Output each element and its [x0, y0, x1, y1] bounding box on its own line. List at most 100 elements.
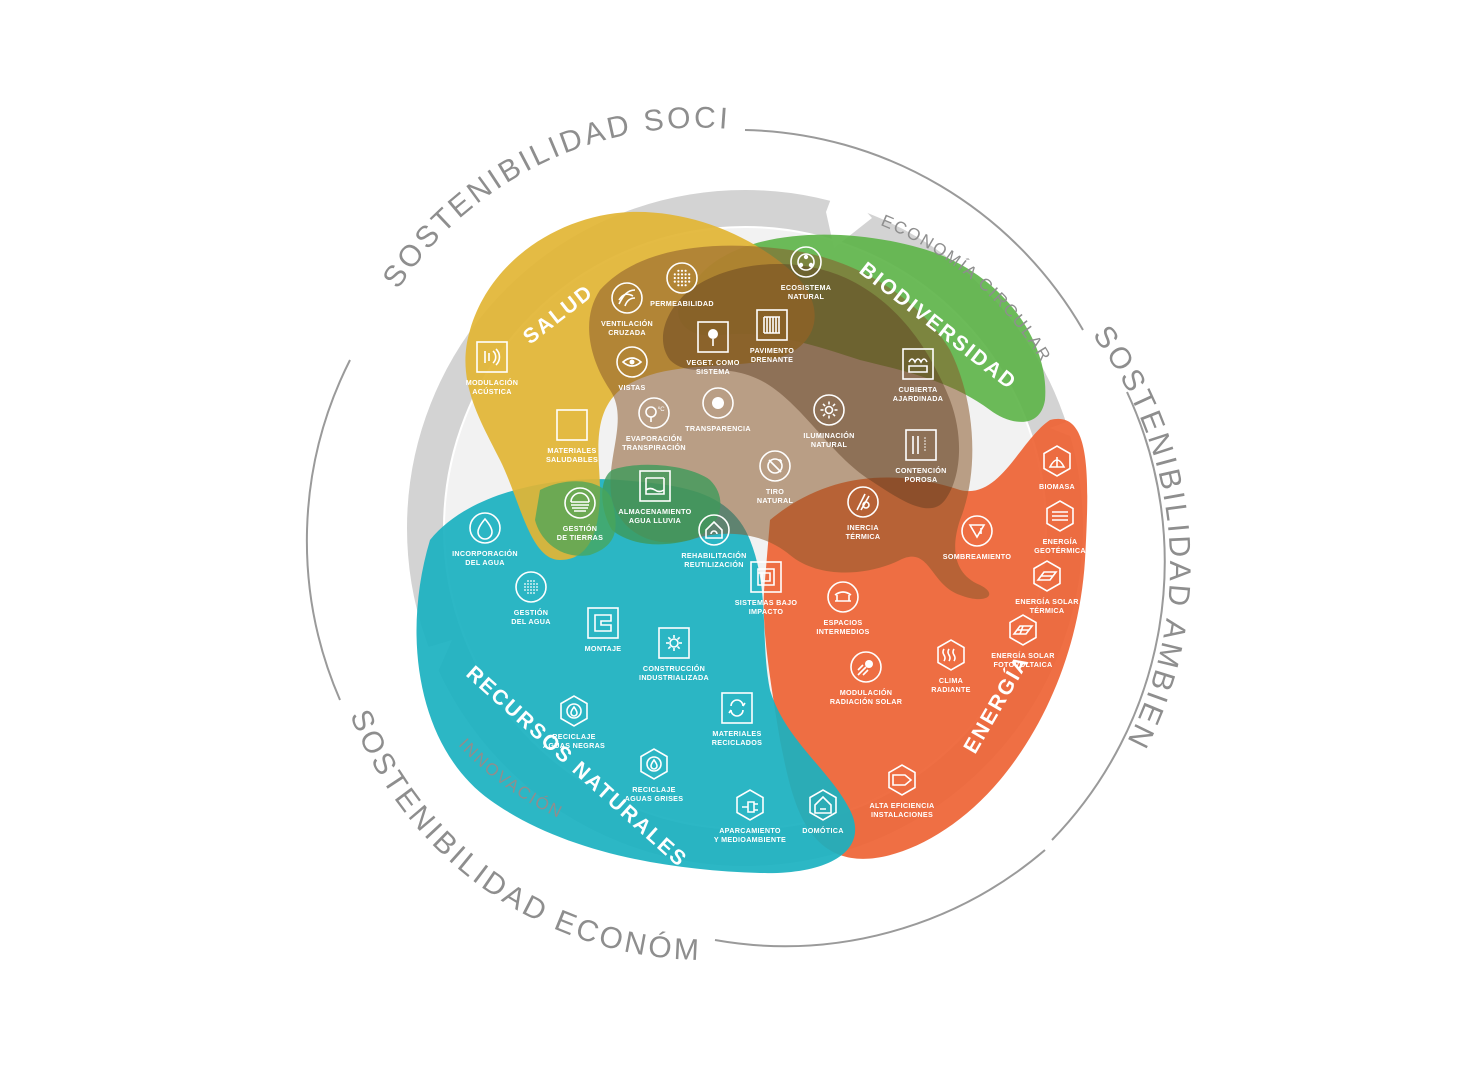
svg-text:ºC: ºC — [658, 406, 665, 413]
sun-icon — [813, 394, 845, 426]
soil-icon — [564, 487, 596, 519]
porous-wall-icon — [905, 429, 937, 461]
item-label: DEL AGUA — [511, 617, 551, 626]
item-label: ENERGÍA SOLAR — [1015, 597, 1079, 606]
item-label: AJARDINADA — [893, 394, 944, 403]
transparency-icon — [702, 387, 734, 419]
item-label: PAVIMENTO — [750, 346, 794, 355]
item-label: CRUZADA — [608, 328, 646, 337]
item-label: EVAPORACIÓN — [626, 434, 682, 443]
item-label: SISTEMA — [696, 367, 730, 376]
item-label: VENTILACIÓN — [601, 319, 653, 328]
item-label: MATERIALES — [547, 446, 596, 455]
outer-arcs — [305, 129, 1166, 948]
item-label: TÉRMICA — [846, 532, 881, 541]
item-label: GESTIÓN — [514, 608, 548, 617]
item-label: MATERIALES — [712, 729, 761, 738]
paving-icon — [756, 309, 788, 341]
item-label: DRENANTE — [751, 355, 793, 364]
item-label: REUTILIZACIÓN — [684, 560, 743, 569]
item-label: TRANSPIRACIÓN — [622, 443, 686, 452]
eye-icon — [616, 346, 648, 378]
item-label: INERCIA — [847, 523, 879, 532]
item-label: DOMÓTICA — [802, 826, 844, 835]
item-label: AGUAS NEGRAS — [543, 741, 605, 750]
item-label: SALUDABLES — [546, 455, 598, 464]
biomass-icon — [1043, 445, 1071, 477]
item-label: NATURAL — [788, 292, 825, 301]
solar-thermal-icon — [1033, 560, 1061, 592]
recycle-water-icon — [560, 695, 588, 727]
smart-home-icon — [809, 789, 837, 821]
item-label: ENERGÍA — [1043, 537, 1078, 546]
low-impact-icon — [750, 561, 782, 593]
item-label: AGUAS GRISES — [625, 794, 684, 803]
item-label: NATURAL — [811, 440, 848, 449]
item-label: Y MEDIOAMBIENTE — [714, 835, 786, 844]
item-label: BIOMASA — [1039, 482, 1075, 491]
geothermal-icon — [1046, 500, 1074, 532]
item-biomasa: BIOMASA — [1039, 445, 1075, 491]
recycle-icon — [721, 692, 753, 724]
item-transparencia: TRANSPARENCIA — [685, 387, 751, 433]
item-label: RECICLADOS — [712, 738, 763, 747]
item-permeabilidad: PERMEABILIDAD — [650, 262, 714, 308]
item-label: ECOSISTEMA — [781, 283, 832, 292]
item-sombreamiento: SOMBREAMIENTO — [943, 515, 1012, 561]
item-label: MONTAJE — [585, 644, 622, 653]
item-label: TRANSPARENCIA — [685, 424, 751, 433]
item-label: TÉRMICA — [1030, 606, 1065, 615]
item-label: AGUA LLUVIA — [629, 516, 681, 525]
item-montaje: MONTAJE — [585, 607, 622, 653]
item-label: ALMACENAMIENTO — [618, 507, 691, 516]
item-label: IMPACTO — [749, 607, 784, 616]
item-label: FOTOVOLTAICA — [993, 660, 1052, 669]
blob-overlap-green — [535, 464, 721, 556]
item-label: PERMEABILIDAD — [650, 299, 714, 308]
tree-icon — [697, 321, 729, 353]
item-label: SOMBREAMIENTO — [943, 552, 1012, 561]
item-label: INDUSTRIALIZADA — [639, 673, 709, 682]
house-rehab-icon — [698, 514, 730, 546]
item-label: ENERGÍA SOLAR — [991, 651, 1055, 660]
item-label: DEL AGUA — [465, 558, 505, 567]
item-label: CONSTRUCCIÓN — [643, 664, 705, 673]
dots-grid-icon — [666, 262, 698, 294]
efficiency-label-icon — [888, 764, 916, 796]
sun-radiation-icon — [850, 651, 882, 683]
item-label: VISTAS — [618, 383, 645, 392]
item-label: CONTENCIÓN — [895, 466, 946, 475]
item-label: ALTA EFICIENCIA — [869, 801, 934, 810]
square-icon — [556, 409, 588, 441]
item-vistas: VISTAS — [616, 346, 648, 392]
green-roof-icon — [902, 348, 934, 380]
gear-icon — [658, 627, 690, 659]
item-label: INTERMEDIOS — [816, 627, 869, 636]
item-label: ILUMINACIÓN — [803, 431, 854, 440]
item-label: SISTEMAS BAJO — [735, 598, 798, 607]
item-label: RECICLAJE — [632, 785, 675, 794]
radiant-icon — [937, 639, 965, 671]
item-label: RECICLAJE — [552, 732, 595, 741]
recycle-grey-water-icon — [640, 748, 668, 780]
item-label: ACÚSTICA — [472, 387, 512, 396]
item-label: POROSA — [905, 475, 938, 484]
